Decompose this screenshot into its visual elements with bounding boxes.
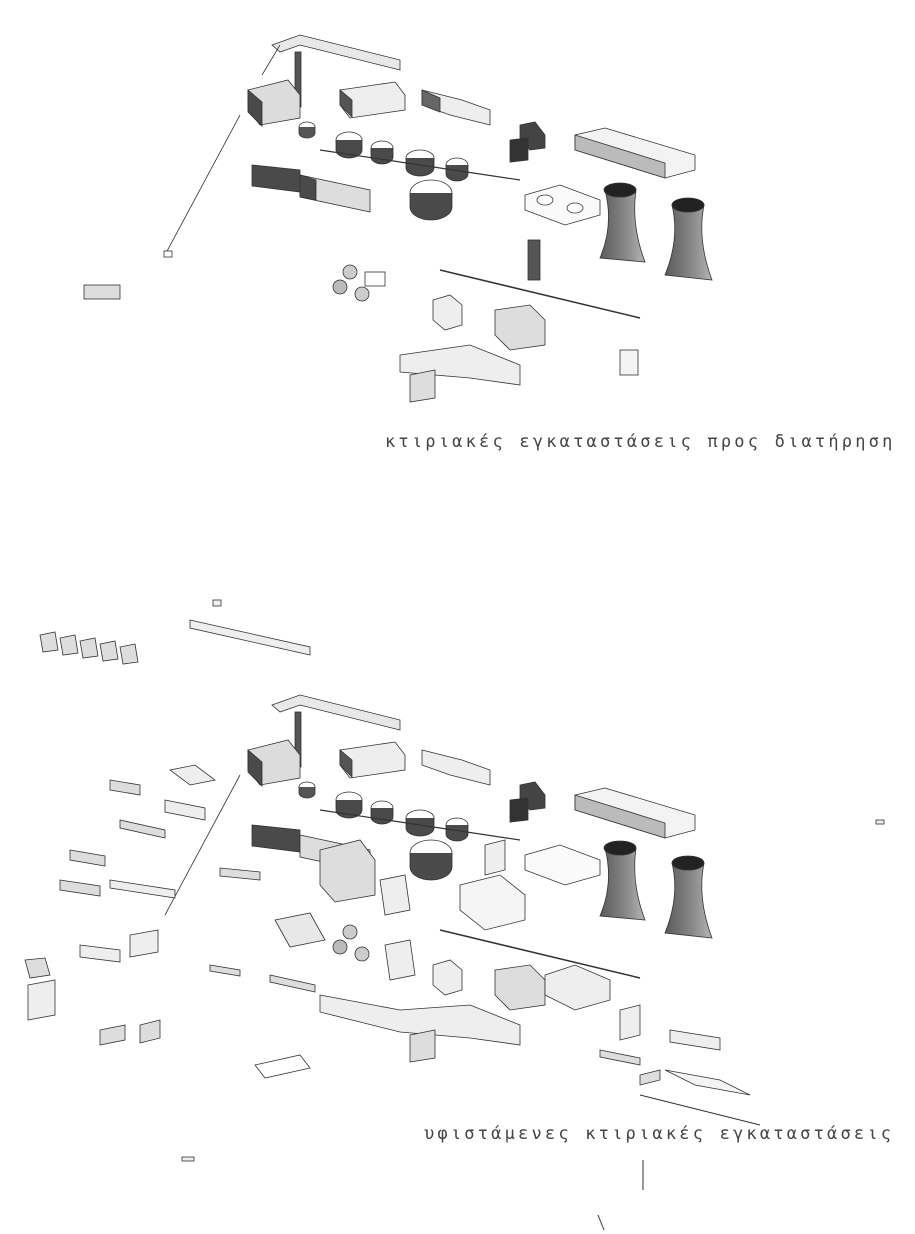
plant-drawing-top: [83, 34, 713, 403]
caption-preserved: κτιριακές εγκαταστάσεις προς διατήρηση: [385, 432, 896, 452]
plant-drawing-bottom: [24, 599, 885, 1231]
caption-existing: υφιστάμενες κτιριακές εγκαταστάσεις: [424, 1124, 895, 1144]
axonometric-existing-buildings: υφιστάμενες κτιριακές εγκαταστάσεις: [0, 580, 915, 1234]
axonometric-preserved-buildings: κτιριακές εγκαταστάσεις προς διατήρηση: [0, 0, 915, 470]
